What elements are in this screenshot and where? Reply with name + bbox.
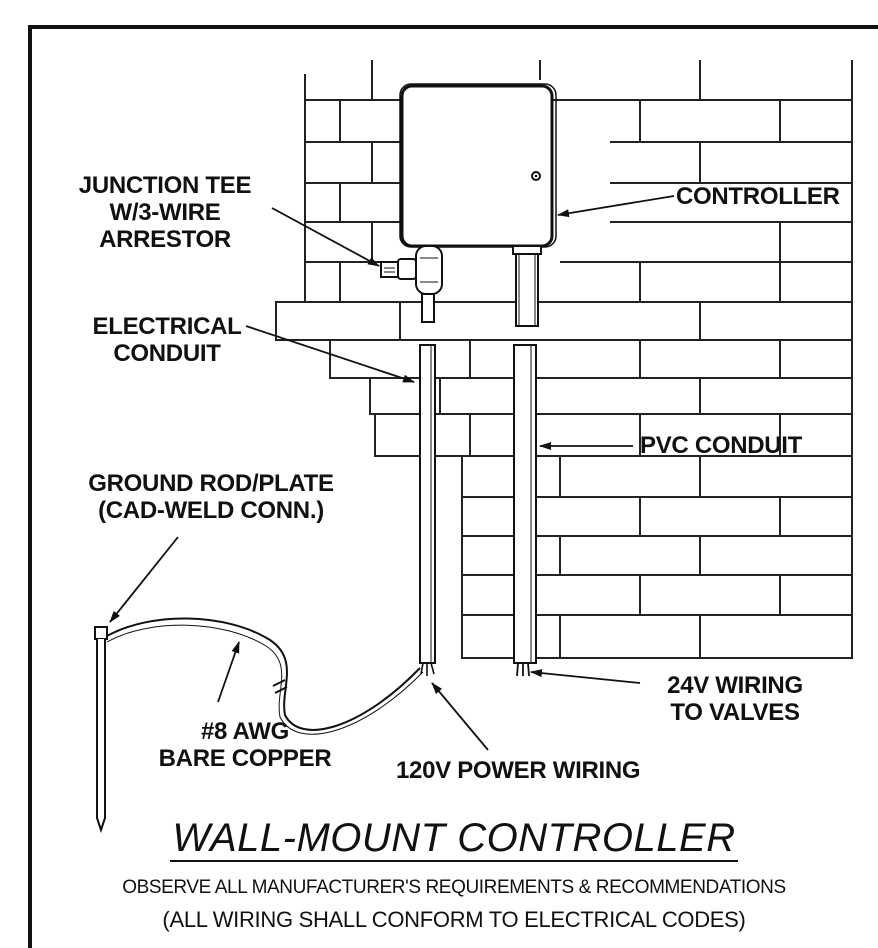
ground-rod-label-line: (CAD-WELD CONN.) <box>98 497 324 524</box>
wiring-24v-label-line: TO VALVES <box>670 699 800 726</box>
electrical-conduit <box>419 344 436 664</box>
pvc-fitting <box>512 245 542 327</box>
power-wires <box>420 662 435 676</box>
awg-label-line: BARE COPPER <box>158 745 332 772</box>
power-wiring-label: 120V POWER WIRING <box>396 757 641 784</box>
brick-wall <box>275 60 853 659</box>
leader-arrows <box>109 195 675 751</box>
wiring-24v-label-line: 24V WIRING <box>667 672 803 699</box>
ground-rod <box>94 626 108 834</box>
junction-tee-label-line: W/3-WIRE <box>109 199 221 226</box>
note-electrical-codes: (ALL WIRING SHALL CONFORM TO ELECTRICAL … <box>162 907 746 932</box>
controller-label: CONTROLLER <box>676 183 840 210</box>
wiring-24v-label: 24V WIRING TO VALVES <box>640 672 830 726</box>
valve-wires <box>516 662 530 677</box>
pvc-conduit <box>513 344 537 664</box>
junction-tee-label-line: JUNCTION TEE <box>78 172 252 199</box>
copper-wire <box>106 617 421 731</box>
wire-break-mark <box>272 679 288 694</box>
junction-tee-label-line: ARRESTOR <box>99 226 231 253</box>
ground-rod-label: GROUND ROD/PLATE (CAD-WELD CONN.) <box>52 470 370 524</box>
junction-tee <box>380 245 443 323</box>
junction-tee-label: JUNCTION TEE W/3-WIRE ARRESTOR <box>56 172 274 253</box>
diagram-title: WALL-MOUNT CONTROLLER <box>30 815 878 862</box>
controller-box <box>399 83 557 248</box>
awg-label: #8 AWG BARE COPPER <box>150 718 340 772</box>
electrical-conduit-label: ELECTRICAL CONDUIT <box>70 313 264 367</box>
ground-rod-label-line: GROUND ROD/PLATE <box>88 470 334 497</box>
electrical-conduit-label-line: ELECTRICAL <box>92 313 242 340</box>
note-manufacturer: OBSERVE ALL MANUFACTURER'S REQUIREMENTS … <box>122 877 786 898</box>
electrical-conduit-label-line: CONDUIT <box>113 340 221 367</box>
pvc-conduit-label: PVC CONDUIT <box>640 432 803 459</box>
awg-label-line: #8 AWG <box>200 718 289 745</box>
diagram-title-text: WALL-MOUNT CONTROLLER <box>170 816 738 862</box>
drawing-border <box>28 25 878 948</box>
